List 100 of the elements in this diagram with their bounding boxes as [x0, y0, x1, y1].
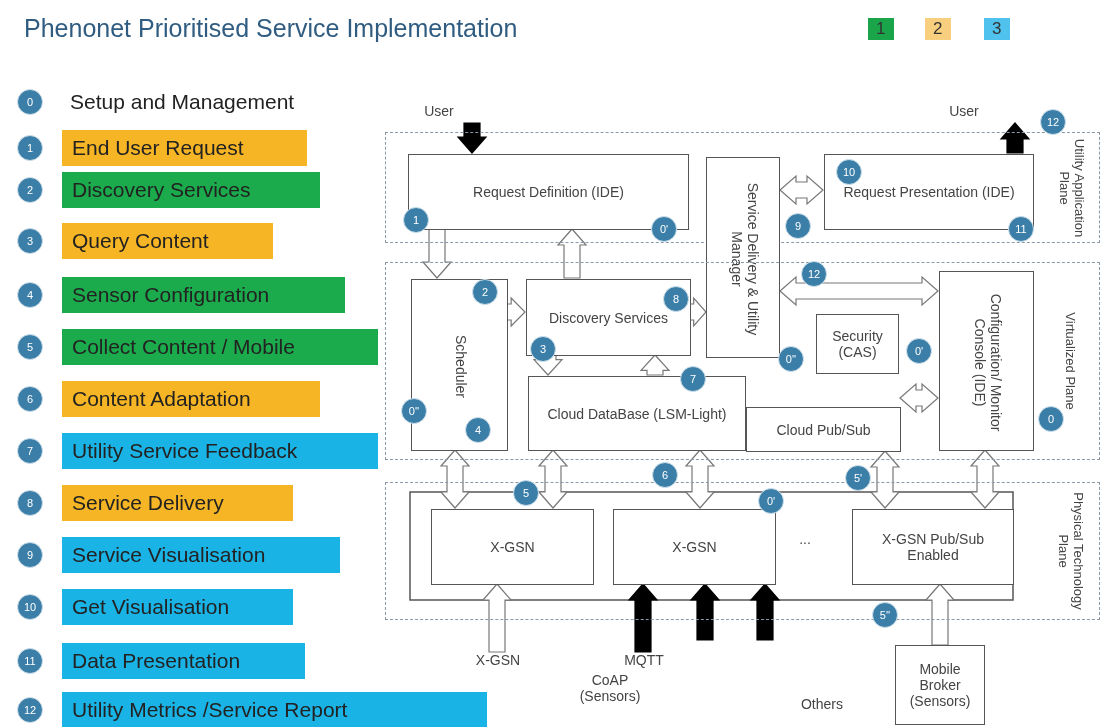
actor-label: MQTT — [620, 652, 668, 672]
number-badge: 8 — [663, 286, 689, 312]
box-label: Service Delivery & Utility Manager — [728, 181, 760, 337]
number-badge: 0 — [1038, 406, 1064, 432]
step-bar: Query Content — [62, 223, 273, 259]
box-label: Request Presentation (IDE) — [842, 183, 1016, 202]
step-bar: Content Adaptation — [62, 381, 320, 417]
number-badge: 1 — [403, 207, 429, 233]
step-bar: Sensor Configuration — [62, 277, 345, 313]
number-badge: 6 — [17, 386, 43, 412]
number-badge: 0'' — [778, 346, 804, 372]
number-badge: 12 — [17, 697, 43, 723]
number-badge: 5 — [17, 334, 43, 360]
number-badge: 7 — [17, 438, 43, 464]
number-badge: 4 — [17, 282, 43, 308]
number-badge: 10 — [836, 159, 862, 185]
number-badge: 4 — [465, 417, 491, 443]
component-box — [526, 279, 691, 356]
number-badge: 9 — [17, 542, 43, 568]
box-label: Request Definition (IDE) — [472, 183, 625, 202]
step-bar: Service Visualisation — [62, 537, 340, 573]
block-arrow — [684, 449, 716, 509]
box-label: Security (CAS) — [831, 327, 884, 362]
plane-label: Physical Technology Plane — [1056, 491, 1086, 612]
block-arrow — [779, 174, 824, 206]
step-bar: Utility Service Feedback — [62, 433, 378, 469]
block-arrow — [481, 583, 513, 653]
step-bar: Collect Content / Mobile — [62, 329, 378, 365]
block-arrow — [689, 296, 707, 328]
number-badge: 0' — [758, 488, 784, 514]
step-bar: Utility Metrics /Service Report — [62, 692, 487, 727]
plane-band — [385, 482, 1100, 620]
block-arrow — [627, 583, 659, 653]
box-label: Mobile Broker (Sensors) — [908, 660, 972, 711]
number-badge: 2 — [472, 279, 498, 305]
box-label: Cloud DataBase (LSM-Light) — [546, 404, 728, 424]
source-label: Others — [800, 696, 844, 713]
legend-text: 3 — [992, 19, 1002, 39]
legend-text: 2 — [933, 19, 943, 39]
actor-label: User — [418, 103, 460, 123]
number-badge: 5'' — [872, 602, 898, 628]
ellipsis-text: ... — [798, 531, 812, 548]
number-badge: 3 — [17, 228, 43, 254]
step-bar: Discovery Services — [62, 172, 320, 208]
component-box — [746, 407, 901, 452]
plane-label: Virtualized Plane — [1063, 312, 1079, 410]
block-arrow — [439, 449, 471, 509]
component-box — [431, 509, 594, 585]
block-arrow — [537, 449, 569, 509]
block-arrow — [999, 122, 1031, 154]
number-badge: 8 — [17, 490, 43, 516]
block-arrow — [689, 583, 721, 641]
box-label: Scheduler — [452, 334, 469, 398]
actor-label: User — [943, 103, 985, 123]
box-label: Configuration/ Monitor Console (IDE) — [971, 292, 1004, 434]
number-badge: 1 — [17, 135, 43, 161]
plane-label: Utility Application Plane — [1056, 137, 1086, 238]
block-arrow — [899, 382, 939, 414]
component-box — [939, 271, 1034, 451]
block-arrow — [556, 228, 588, 279]
component-box — [852, 509, 1014, 585]
block-arrow — [869, 450, 901, 509]
actor-label: X-GSN — [470, 652, 526, 672]
number-badge: 7 — [680, 366, 706, 392]
block-arrow — [749, 583, 781, 641]
number-badge: 0' — [906, 338, 932, 364]
number-badge: 12 — [801, 261, 827, 287]
step-bar: Data Presentation — [62, 643, 305, 679]
step-bar: Get Visualisation — [62, 589, 293, 625]
block-arrow — [969, 449, 1001, 509]
source-label: CoAP (Sensors) — [578, 672, 642, 705]
number-badge: 12 — [1040, 109, 1066, 135]
number-badge: 5' — [845, 465, 871, 491]
number-badge: 11 — [17, 648, 43, 674]
number-badge: 9 — [785, 213, 811, 239]
component-box — [706, 157, 780, 358]
component-box — [528, 376, 746, 451]
box-label: X-GSN — [489, 538, 536, 557]
number-badge: 10 — [17, 594, 43, 620]
step-bar: End User Request — [62, 130, 307, 166]
number-badge: 6 — [652, 462, 678, 488]
component-box — [895, 645, 985, 725]
diagram-title: Phenonet Prioritised Service Implementation — [24, 14, 518, 43]
block-arrow — [924, 583, 956, 646]
number-badge: 0 — [17, 89, 43, 115]
box-label: X-GSN — [671, 538, 718, 557]
number-badge: 0'' — [401, 398, 427, 424]
component-box — [411, 279, 508, 451]
block-arrow — [506, 296, 526, 328]
component-box — [613, 509, 776, 585]
step-bar: Service Delivery — [62, 485, 293, 521]
box-label: X-GSN Pub/Sub Enabled — [881, 530, 985, 565]
component-box — [816, 314, 899, 374]
number-badge: 2 — [17, 177, 43, 203]
step-label: Setup and Management — [70, 84, 295, 120]
block-arrow — [421, 228, 453, 279]
legend-text: 1 — [876, 19, 886, 39]
block-arrow — [456, 122, 488, 154]
block-arrow — [779, 275, 939, 307]
block-arrow — [639, 354, 671, 376]
